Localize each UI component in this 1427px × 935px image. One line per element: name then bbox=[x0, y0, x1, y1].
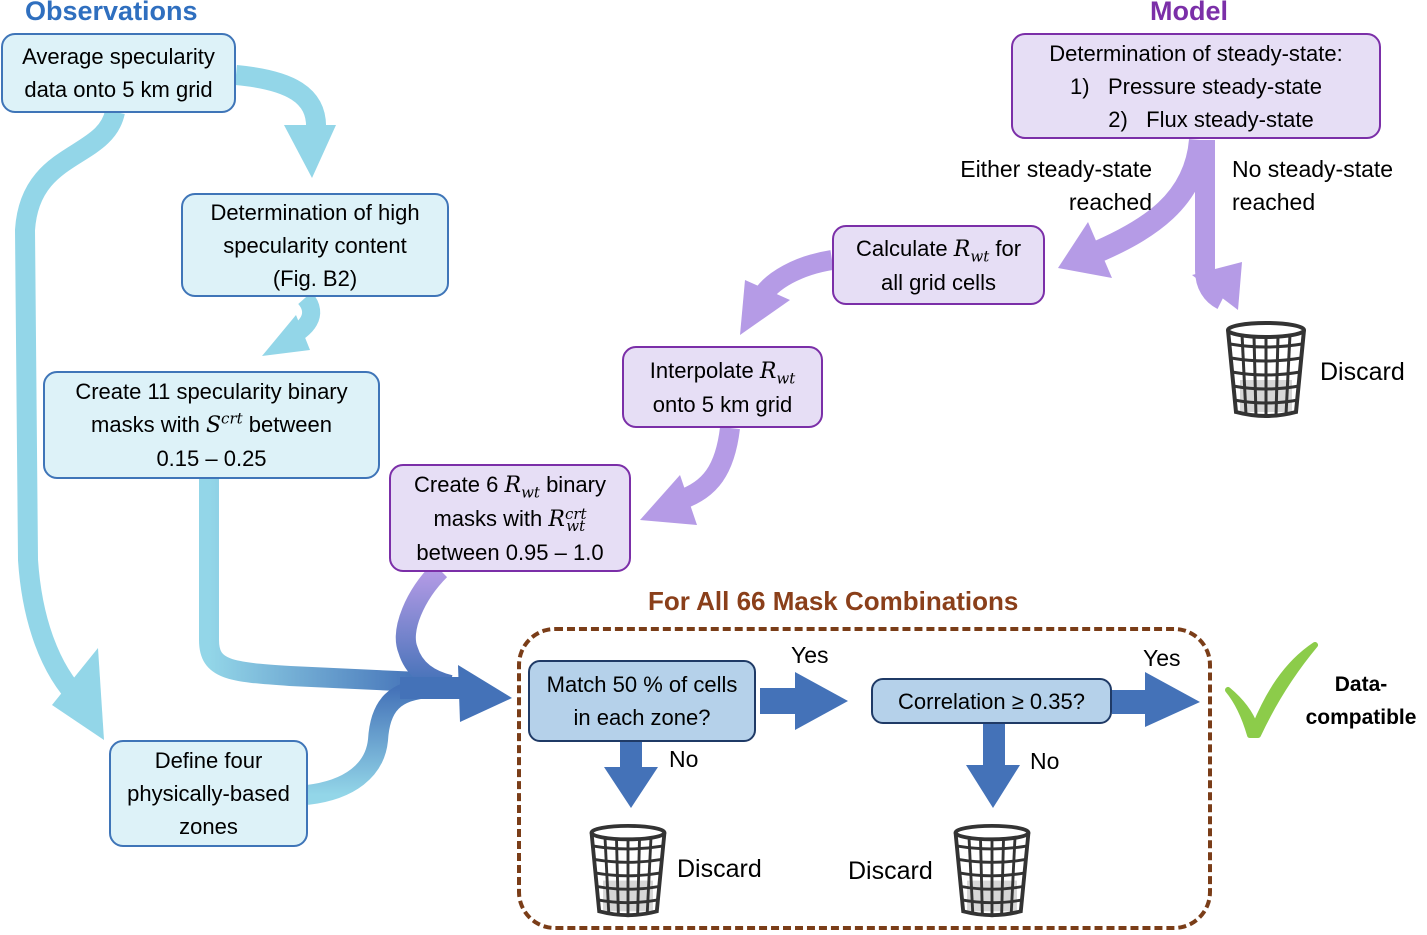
label-line: reached bbox=[1232, 189, 1316, 215]
box-line: Interpolate Rwt bbox=[650, 354, 796, 388]
average-specularity-box: Average specularity data onto 5 km grid bbox=[1, 33, 236, 113]
arrow-calc-to-interp bbox=[740, 250, 834, 335]
box-line: Match 50 % of cells bbox=[546, 672, 738, 697]
match-cells-decision: Match 50 % of cells in each zone? bbox=[528, 660, 756, 742]
correlation-decision: Correlation ≥ 0.35? bbox=[871, 678, 1112, 724]
math-subscript: wt bbox=[566, 516, 586, 535]
model-heading: Model bbox=[1150, 0, 1228, 26]
math-symbol: R bbox=[504, 472, 522, 498]
label-line: Data- bbox=[1334, 673, 1388, 696]
mask-combinations-frame bbox=[517, 627, 1212, 930]
box-line: zones bbox=[179, 814, 238, 839]
box-line: specularity content bbox=[223, 232, 407, 258]
zones-box: Define four physically-based zones bbox=[109, 740, 308, 847]
arrow-average-to-highspec bbox=[235, 65, 336, 178]
label-line: reached bbox=[1068, 189, 1152, 215]
no-label-1: No bbox=[669, 746, 699, 772]
arrow-correlation-no bbox=[966, 722, 1020, 808]
wastebasket-icon bbox=[953, 823, 1031, 918]
box-line: data onto 5 km grid bbox=[24, 77, 213, 102]
box-line: Correlation ≥ 0.35? bbox=[898, 688, 1085, 714]
math-subscript: wt bbox=[970, 246, 990, 265]
math-symbol: R bbox=[759, 358, 777, 384]
specularity-masks-box: Create 11 specularity binary masks with … bbox=[43, 371, 380, 479]
text: Interpolate bbox=[649, 357, 760, 383]
math-superscript: crt bbox=[221, 409, 243, 428]
no-label-2: No bbox=[1030, 748, 1060, 774]
text: masks with bbox=[91, 412, 206, 437]
arrow-correlation-yes bbox=[1112, 672, 1200, 727]
arrow-steady-to-discard bbox=[1192, 140, 1242, 310]
math-subscript: wt bbox=[521, 482, 540, 501]
arrow-zones-to-merge bbox=[305, 678, 431, 805]
observations-heading: Observations bbox=[25, 0, 198, 26]
box-line: onto 5 km grid bbox=[652, 391, 793, 417]
steady-state-box: Determination of steady-state: 1) Pressu… bbox=[1011, 33, 1381, 139]
box-line: Create 6 Rwt binary bbox=[414, 468, 606, 502]
no-steady-label: No steady-state reached bbox=[1232, 153, 1393, 219]
arrow-masks-to-merge bbox=[199, 478, 421, 692]
discard-label-2: Discard bbox=[848, 857, 933, 885]
checkmark-icon bbox=[1225, 642, 1318, 738]
box-line: Define four bbox=[154, 748, 263, 773]
box-line: in each zone? bbox=[573, 705, 711, 730]
box-line: (Fig. B2) bbox=[272, 265, 358, 291]
label-line: compatible bbox=[1305, 706, 1417, 729]
box-line: 0.15 – 0.25 bbox=[156, 446, 267, 471]
either-steady-label: Either steady-state reached bbox=[940, 153, 1152, 219]
text: masks with bbox=[433, 505, 549, 531]
box-line: all grid cells bbox=[881, 269, 996, 295]
box-line: Calculate Rwt for bbox=[856, 232, 1021, 266]
math-symbol: R bbox=[953, 236, 971, 262]
combinations-heading: For All 66 Mask Combinations bbox=[648, 586, 1019, 616]
data-compatible-label: Data- compatible bbox=[1296, 668, 1426, 734]
math-symbol: S bbox=[205, 413, 222, 438]
text: binary bbox=[539, 471, 606, 497]
yes-label-1: Yes bbox=[791, 642, 829, 668]
label-line: No steady-state bbox=[1232, 156, 1394, 182]
text: Create 6 bbox=[414, 471, 505, 497]
box-line: Determination of high bbox=[210, 199, 420, 225]
box-line: physically-based bbox=[127, 781, 290, 806]
label-line: Either steady-state bbox=[960, 156, 1152, 182]
box-line: Determination of steady-state: bbox=[1049, 40, 1343, 66]
math-symbol: R bbox=[548, 506, 565, 532]
box-line: between 0.95 – 1.0 bbox=[416, 539, 604, 565]
arrow-highspec-to-masks bbox=[262, 292, 321, 356]
math-superscript: crt bbox=[564, 504, 587, 523]
high-specularity-box: Determination of high specularity conten… bbox=[181, 193, 449, 297]
arrow-rwt-to-merge bbox=[395, 562, 453, 695]
arrow-match-no bbox=[604, 740, 658, 808]
arrow-match-yes bbox=[760, 672, 848, 730]
text: Calculate bbox=[855, 235, 954, 261]
box-line: 1) Pressure steady-state bbox=[1070, 73, 1322, 99]
calculate-rwt-box: Calculate Rwt for all grid cells bbox=[832, 225, 1045, 305]
discard-label-1: Discard bbox=[677, 855, 762, 883]
box-line: 2) Flux steady-state bbox=[1108, 106, 1314, 132]
interpolate-rwt-box: Interpolate Rwt onto 5 km grid bbox=[622, 346, 823, 428]
text: for bbox=[989, 235, 1022, 261]
model-discard-label: Discard bbox=[1320, 358, 1405, 386]
arrow-interp-to-create bbox=[640, 426, 740, 525]
arrow-merge-to-match bbox=[400, 665, 512, 722]
arrow-average-to-zones bbox=[14, 109, 125, 740]
yes-label-2: Yes bbox=[1143, 645, 1181, 671]
math-subscript: wt bbox=[776, 368, 796, 387]
box-line: masks with Scrt between bbox=[91, 408, 332, 442]
box-line: Create 11 specularity binary bbox=[75, 379, 348, 404]
wastebasket-icon bbox=[1226, 321, 1306, 418]
box-line: Average specularity bbox=[22, 44, 215, 69]
text: between bbox=[242, 412, 332, 437]
wastebasket-icon bbox=[589, 823, 667, 918]
